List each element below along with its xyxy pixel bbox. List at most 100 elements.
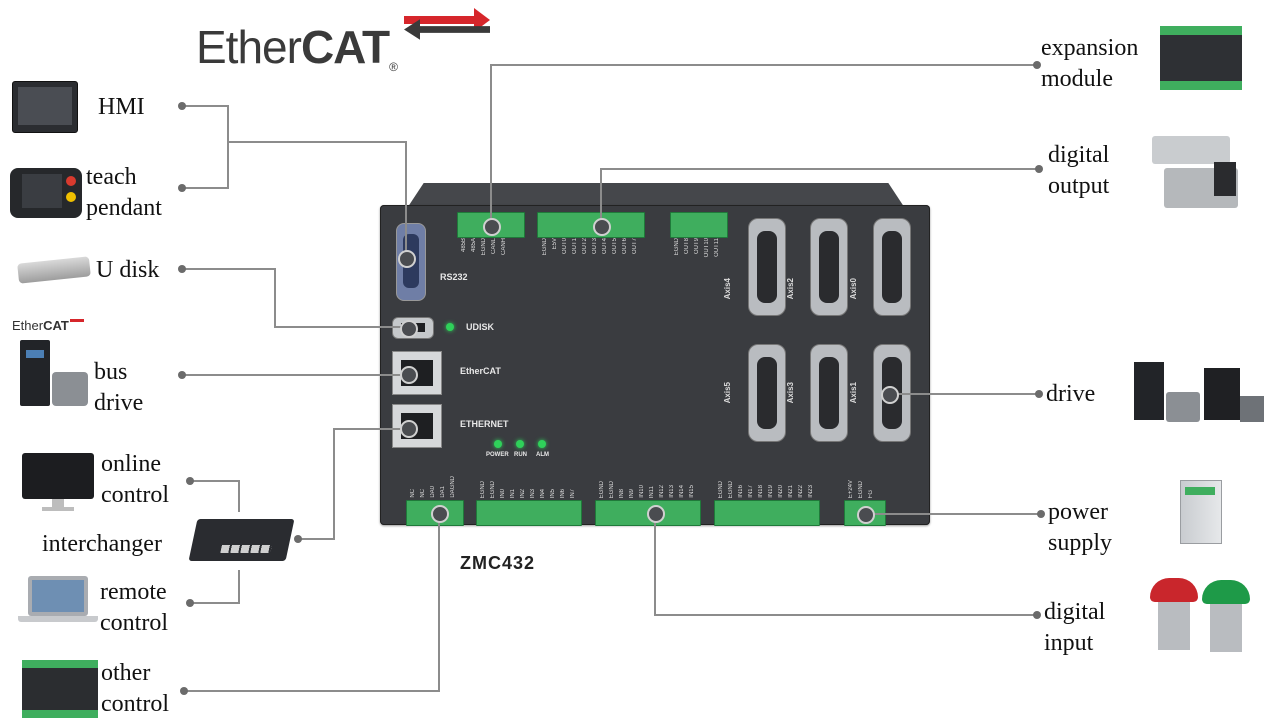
pin-label: IN11 [649,485,655,498]
can-pin-labels: 485B 485A EGND CANL CANH [461,238,521,272]
ethercat-logo-light: Ether [196,21,302,73]
wire-to-rs232-v [405,141,407,251]
label-u-disk: U disk [96,257,160,283]
wire-end-dot [1035,165,1043,173]
ethernet-port-label: ETHERNET [460,419,509,429]
in1-pin-labels: EGND EGND IN0 IN1 IN2 IN3 IN4 IN5 IN6 IN… [480,464,580,498]
bus-drive-image [20,340,50,406]
wire-remote-v [238,570,240,604]
pin-label: IN1 [510,488,516,498]
servo-motor-right-image [1166,392,1200,422]
pin-label: IN12 [659,485,665,498]
wire-hmi [182,105,228,107]
wire-expansion-v [490,64,492,226]
wire-end-dot [178,184,186,192]
wire-other-h [184,690,440,692]
wire-end-dot [178,371,186,379]
registered-mark: ® [389,60,398,74]
teach-pendant-image [10,168,82,218]
label-other: other [101,660,151,686]
pin-label: FG [868,489,874,498]
power-led-label: POWER [486,452,509,458]
pin-label: IN22 [798,485,804,498]
controller-mount-flange [407,183,905,207]
wire-udisk-2 [274,268,276,328]
pin-label: 485A [471,238,477,253]
label-remote: remote [100,579,167,605]
pneumatic-cylinder-image [1152,136,1230,164]
pin-label: IN15 [689,485,695,498]
pin-label: OUT1 [572,238,578,255]
da-terminal-marker [431,505,449,523]
label-supply: supply [1048,530,1113,556]
pin-label: EGND [480,480,486,498]
output-terminal-2 [670,212,728,238]
rs232-label: RS232 [440,272,468,282]
pin-label: IN20 [778,485,784,498]
rs232-port-marker [398,250,416,268]
pin-label: IN2 [520,488,526,498]
pin-label: EGND [858,480,864,498]
pin-label: IN9 [629,488,635,498]
out1-pin-labels: EGND E5V OUT0 OUT1 OUT2 OUT3 OUT4 OUT5 O… [542,238,642,272]
pin-label: EGND [674,238,680,256]
pin-label: EGND [609,480,615,498]
solenoid-valve-image [1164,162,1238,208]
laptop-image [18,576,98,622]
axis4-label: Axis4 [723,278,732,300]
wire-input-h [654,614,1036,616]
label-power: power [1048,499,1108,525]
ethercat-port-marker [400,366,418,384]
small-ethercat-logo: EtherCAT [12,318,84,333]
label-digital-out: digital [1048,142,1110,168]
wire-online-h [190,480,240,482]
pin-label: IN21 [788,485,794,498]
green-button-image [1202,580,1250,654]
pin-label: IN17 [748,485,754,498]
pin-label: CANL [491,238,497,255]
ethercat-port-label: EtherCAT [460,366,501,376]
pin-label: OUT8 [684,238,690,255]
wire-remote-h [190,602,240,604]
wire-output-h [600,168,1038,170]
label-module: module [1041,66,1113,92]
power-supply-image [1180,480,1222,544]
pin-label: IN16 [738,485,744,498]
pin-label: OUT10 [704,238,710,258]
axis0-label: Axis0 [849,278,858,300]
label-expansion: expansion [1041,35,1139,61]
wire-pendant [182,187,228,189]
power-terminal-marker [857,506,875,524]
pin-label: IN13 [669,485,675,498]
pin-label: DA1 [440,486,446,498]
wire-bus-drive [182,374,402,376]
input-terminal-1 [476,500,582,526]
can-terminal-marker [483,218,501,236]
in2-pin-labels: EGND EGND IN8 IN9 IN10 IN11 IN12 IN13 IN… [599,464,699,498]
label-input: input [1044,630,1094,656]
output-terminal-1 [537,212,645,238]
pin-label: OUT9 [694,238,700,255]
wire-expansion-h [490,64,1036,66]
ethernet-port-marker [400,420,418,438]
stepper-drive-image [1204,368,1240,420]
pin-label: IN19 [768,485,774,498]
axis3-label: Axis3 [786,382,795,404]
plc-image [22,660,98,718]
u-disk-image [17,256,91,284]
wire-end-dot [178,102,186,110]
axis4-connector [748,218,786,316]
red-button-image [1150,578,1198,652]
axis5-connector [748,344,786,442]
pin-label: E+24V [848,479,854,498]
label-pendant: pendant [86,195,162,221]
servo-motor-image [52,372,88,406]
axis1-label: Axis1 [849,382,858,404]
wire-ethernet-3 [296,538,334,540]
pin-label: IN6 [560,488,566,498]
pin-label: OUT5 [612,238,618,255]
wire-ethernet-1 [334,428,404,430]
pin-label: OUT3 [592,238,598,255]
wire-other-v [438,512,440,692]
pin-label: OUT11 [714,238,720,257]
